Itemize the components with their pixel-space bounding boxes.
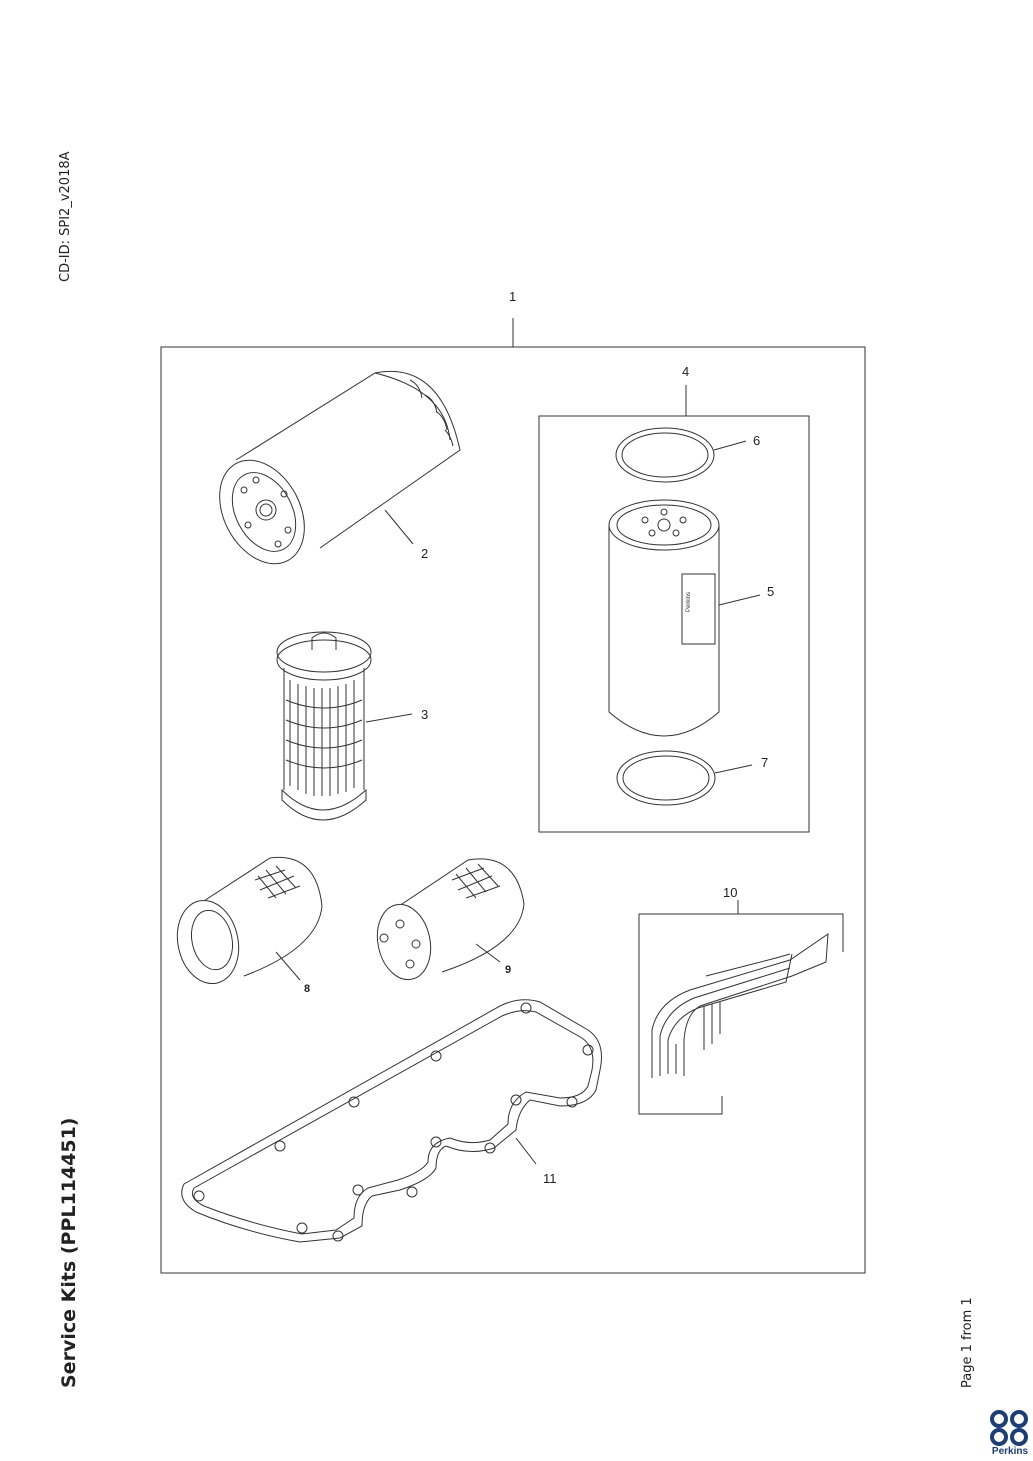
perkins-logo-text: Perkins <box>991 1446 1029 1457</box>
callout-9: 9 <box>505 964 511 976</box>
callout-6: 6 <box>753 433 760 448</box>
callout-5: 5 <box>767 584 774 599</box>
filter-label-text: Perkins <box>686 592 692 612</box>
callout-10: 10 <box>723 885 737 900</box>
callout-11: 11 <box>543 1171 557 1186</box>
callout-2: 2 <box>421 546 428 561</box>
part-11-gasket <box>181 999 602 1243</box>
leader-6 <box>713 440 747 451</box>
leader-7 <box>714 764 753 774</box>
callout-1: 1 <box>509 289 516 304</box>
part-3-filter-element <box>276 631 413 821</box>
leader-9 <box>475 943 501 963</box>
perkins-logo-icon <box>990 1410 1028 1446</box>
leader-8 <box>275 951 301 981</box>
callout-4: 4 <box>682 364 689 379</box>
part-6-seal <box>615 427 747 483</box>
part-9-air-filter <box>376 858 525 981</box>
perkins-logo: Perkins <box>988 1410 1030 1458</box>
callout-8: 8 <box>304 983 310 995</box>
part-7-seal <box>616 750 753 806</box>
callout-3: 3 <box>421 707 428 722</box>
part-2-oil-filter <box>219 371 461 565</box>
leader-3 <box>365 713 413 723</box>
leader-11 <box>515 1137 537 1165</box>
leader-5 <box>718 594 761 606</box>
part-5-fuel-filter <box>608 499 761 737</box>
leader-2 <box>384 509 414 545</box>
callout-7: 7 <box>761 755 768 770</box>
part-10-dipstick <box>638 900 844 1115</box>
subkit-4-frame <box>538 415 810 833</box>
part-8-air-filter <box>176 856 323 985</box>
